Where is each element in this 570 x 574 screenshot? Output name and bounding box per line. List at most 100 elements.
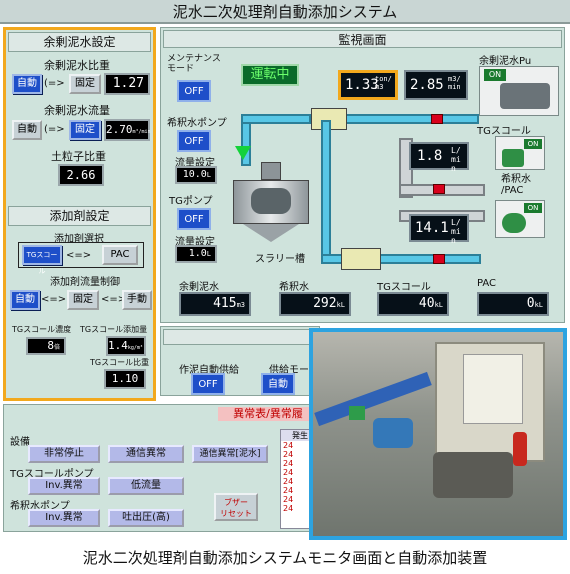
solids-unit: ton/m3	[375, 75, 392, 91]
fc-manual-button[interactable]: 手動	[122, 290, 152, 310]
history-row: 24	[283, 486, 294, 495]
dilution-title: 希釈水 /PAC	[501, 174, 531, 196]
alarm-emergency-stop[interactable]: 非常停止	[28, 445, 100, 463]
history-row: 24	[283, 504, 294, 513]
dilution-setting-value: 10.0	[182, 169, 207, 180]
total-display-1: 292kL	[279, 292, 351, 316]
alarm-equipment-label: 設備	[10, 437, 30, 448]
history-row: 24	[283, 459, 294, 468]
dilution-flow-value: 14.1	[415, 220, 449, 236]
total-label-2: TGスコール	[377, 282, 431, 293]
total-value-3: 0	[526, 296, 535, 311]
mud-auto-label: 作泥自動供給	[179, 365, 239, 376]
alarm-dilution-label: 希釈水ポンプ	[10, 501, 70, 512]
total-unit-1: kL	[336, 301, 345, 309]
total-display-2: 40kL	[377, 292, 449, 316]
tg-amount-unit: kg/m³	[127, 345, 143, 351]
total-unit-0: m3	[236, 301, 245, 309]
alarm-low-flow[interactable]: 低流量	[108, 477, 184, 495]
tg-conc-display: 8倍	[26, 337, 66, 355]
tg-amount-display: 1.4kg/m³	[106, 336, 146, 356]
total-value-0: 415	[213, 296, 237, 311]
total-display-0: 415m3	[179, 292, 251, 316]
sg-auto-button[interactable]: 自動	[12, 74, 42, 94]
supply-mode-auto-button[interactable]: 自動	[261, 373, 295, 395]
tg-setting-value: 1.0	[188, 248, 207, 259]
alarm-discharge-high[interactable]: 吐出圧(高)	[108, 509, 184, 527]
flowmeter-bottom	[341, 248, 381, 270]
tg-conc-label: TGスコール濃度	[12, 325, 72, 334]
history-row: 24	[283, 495, 294, 504]
tank-mixer-icon	[251, 188, 291, 214]
sg-fixed-button[interactable]: 固定	[69, 74, 101, 94]
tg-pump-off-button[interactable]: OFF	[177, 208, 211, 230]
photo-blue-flowmeter	[373, 418, 413, 448]
valve-tg	[433, 184, 445, 194]
tg-score-title: TGスコール	[477, 126, 531, 137]
pump-on-badge: ON	[484, 69, 506, 81]
fc-fixed-button[interactable]: 固定	[67, 290, 99, 310]
tank-cone	[243, 224, 299, 242]
slurry-tank-label: スラリー槽	[255, 254, 305, 265]
alarm-tg-inv[interactable]: Inv.異常	[28, 477, 100, 495]
alarm-comm-error[interactable]: 通信異常	[108, 445, 184, 463]
surplus-pump-graphic: ON	[479, 66, 559, 116]
tg-ratio-label: TGスコール比重	[90, 358, 150, 367]
pac-select-button[interactable]: PAC	[102, 245, 138, 265]
tg-flow-value: 1.8	[417, 148, 443, 164]
flow-rate-value: 2.85	[410, 77, 444, 93]
photo-green-valve	[349, 406, 365, 420]
tg-setting-unit: L	[206, 250, 211, 258]
flow-label: 余剰泥水流量	[44, 104, 110, 117]
solids-display: 1.33 ton/m3	[338, 70, 398, 100]
flow-auto-button[interactable]: 自動	[12, 120, 42, 140]
total-unit-3: kL	[534, 301, 543, 309]
total-unit-2: kL	[434, 301, 443, 309]
tg-pump-icon	[502, 149, 524, 167]
specific-gravity-label: 余剰泥水比重	[44, 59, 110, 72]
valve-top	[431, 114, 443, 124]
photo-pump-unit	[433, 452, 513, 498]
alarm-dilution-inv[interactable]: Inv.異常	[28, 509, 100, 527]
total-value-1: 292	[313, 296, 337, 311]
slurry-tank-graphic	[233, 162, 309, 242]
soil-ratio-label: 土粒子比重	[51, 150, 106, 163]
additive-settings-header: 添加剤設定	[8, 206, 151, 226]
history-row: 24	[283, 450, 294, 459]
dilution-setting-unit: L	[206, 171, 211, 179]
fc-arrow-2: <=>	[101, 294, 127, 305]
figure-caption: 泥水二次処理剤自動添加システムモニタ画面と自動添加装置	[82, 549, 488, 567]
flow-display: 2.70m³/min	[104, 119, 151, 141]
app-title: 泥水二次処理剤自動添加システム	[0, 0, 570, 24]
tg-select-button[interactable]: TGスコール	[22, 245, 62, 275]
mud-auto-off-button[interactable]: OFF	[191, 373, 225, 395]
alarm-comm-error-mud[interactable]: 通信異常[泥水]	[192, 445, 268, 463]
tg-conc-value: 8	[47, 339, 54, 352]
total-label-3: PAC	[477, 278, 497, 289]
flow-fixed-button[interactable]: 固定	[69, 120, 101, 140]
total-display-3: 0kL	[477, 292, 549, 316]
fc-auto-button[interactable]: 自動	[10, 290, 40, 310]
surplus-pump-title: 余剰泥水Pu	[479, 56, 532, 67]
running-indicator: 運転中	[241, 64, 299, 86]
flow-arrow: (=>	[44, 124, 65, 135]
select-arrow: <=>	[66, 250, 92, 261]
additive-select-label: 添加剤選択	[54, 234, 104, 245]
tg-setting-display: 1.0L	[175, 245, 217, 263]
tg-flow-setting-label: 流量設定	[175, 237, 215, 248]
supply-mode-label: 供給モー	[269, 365, 309, 376]
solids-value: 1.33	[345, 77, 379, 93]
photo-blue-pipe	[314, 371, 432, 427]
tank-motor-icon	[261, 162, 281, 180]
tg-conc-unit: 倍	[53, 344, 60, 351]
tg-on-badge: ON	[524, 139, 542, 149]
flow-rate-display: 2.85 m3/min	[404, 70, 468, 100]
dilution-setting-display: 10.0L	[175, 166, 217, 184]
maintenance-off-button[interactable]: OFF	[177, 80, 211, 102]
maintenance-label: メンテナンス モード	[167, 54, 221, 74]
dilution-off-button[interactable]: OFF	[177, 130, 211, 152]
tg-amount-label: TGスコール添加量	[80, 325, 148, 334]
buzzer-reset-button[interactable]: ブザー リセット	[214, 493, 258, 521]
left-settings-panel: 余剰泥水設定 余剰泥水比重 自動 (=> 固定 1.27 余剰泥水流量 自動 (…	[3, 27, 156, 401]
tg-ratio-display: 1.10	[104, 369, 146, 389]
